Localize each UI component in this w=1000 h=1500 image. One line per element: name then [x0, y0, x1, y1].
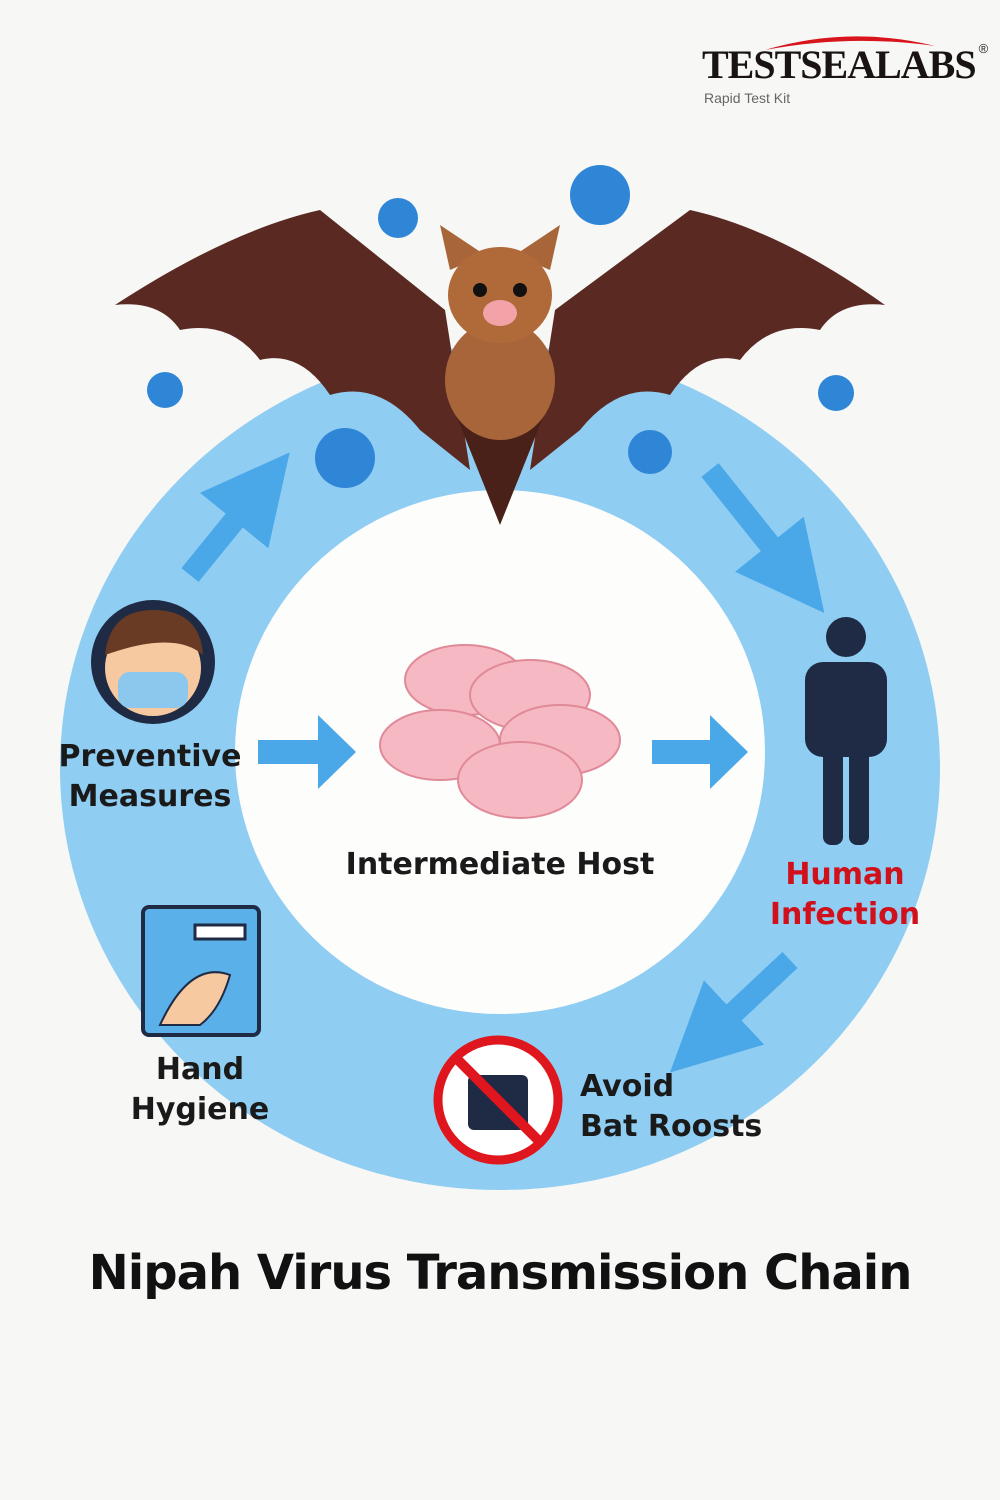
label-line: Hygiene — [130, 1092, 270, 1127]
human-infection-label: Human Infection — [755, 855, 935, 935]
logo-registered: ® — [978, 41, 989, 56]
label-line: Human — [785, 857, 905, 892]
preventive-measures-label: Preventive Measures — [45, 737, 255, 817]
label-line: Preventive — [58, 739, 242, 774]
label-line: Hand — [155, 1052, 245, 1087]
cycle-arrows — [181, 452, 825, 1073]
logo-name: TESTSEALABS — [702, 42, 977, 87]
intermediate-host-label: Intermediate Host — [345, 847, 655, 882]
logo-tagline: Rapid Test Kit — [704, 90, 791, 106]
virus-icons — [147, 165, 854, 488]
brand-logo: TESTSEALABS ® Rapid Test Kit — [690, 28, 990, 118]
hand-washing-icon — [141, 905, 261, 1037]
page-title: Nipah Virus Transmission Chain — [88, 1245, 913, 1301]
label-line: Measures — [68, 779, 232, 814]
label-line: Bat Roosts — [580, 1109, 763, 1144]
label-line: Infection — [769, 897, 921, 932]
bat-illustration — [115, 210, 885, 525]
avoid-bat-roosts-label: Avoid Bat Roosts — [580, 1067, 790, 1147]
pigs-illustration — [379, 644, 621, 819]
label-line: Avoid — [580, 1069, 675, 1104]
no-bat-roosts-icon — [433, 1035, 563, 1165]
hand-hygiene-label: Hand Hygiene — [115, 1050, 285, 1130]
masked-person-icon — [91, 600, 215, 724]
logo-swoosh — [765, 36, 935, 50]
flow-arrows — [258, 715, 748, 789]
logo-wordmark: TESTSEALABS ® — [702, 41, 989, 87]
human-silhouette-icon — [805, 617, 887, 845]
